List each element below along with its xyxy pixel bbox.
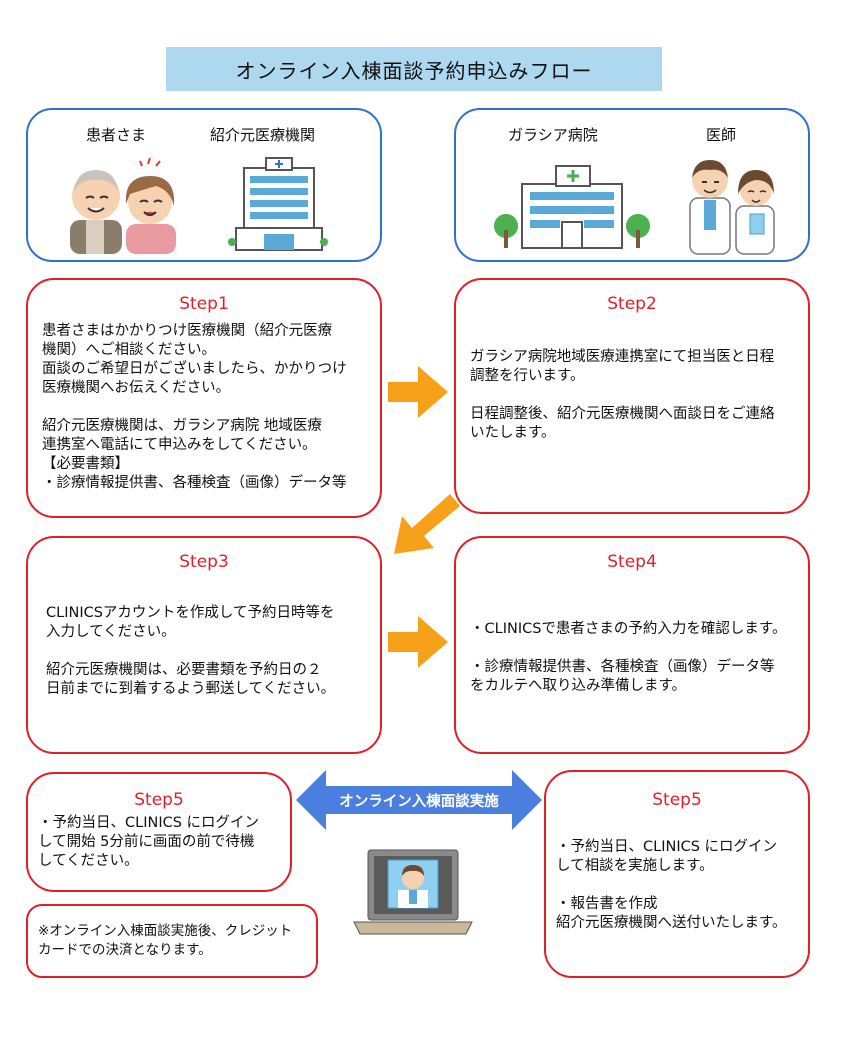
step5-right-title: Step5: [652, 790, 702, 810]
step5-right-box: Step5 ・予約当日、CLINICS にログイン して相談を実施します。 ・報…: [544, 770, 810, 978]
step3-text: CLINICSアカウントを作成して予約日時等を 入力してください。 紹介元医療機…: [46, 604, 376, 699]
step5-left-text: ・予約当日、CLINICS にログイン して開始 5分前に画面の前で待機 してく…: [38, 814, 290, 871]
payment-note-body: ※オンライン入棟面談実施後、クレジット カードでの決済となります。: [38, 923, 293, 958]
step2-title: Step2: [607, 294, 657, 314]
online-banner-label: オンライン入棟面談実施: [339, 794, 499, 810]
step5-right-text: ・予約当日、CLINICS にログイン して相談を実施します。 ・報告書を作成 …: [556, 838, 808, 933]
payment-note-box: ※オンライン入棟面談実施後、クレジット カードでの決済となります。: [26, 904, 318, 978]
step2-body: ガラシア病院地域医療連携室にて担当医と日程 調整を行います。 日程調整後、紹介元…: [470, 349, 775, 441]
step1-text: 患者さまはかかりつけ医療機関（紹介元医療 機関）へご相談ください。 面談のご希望…: [42, 322, 374, 493]
step1-title: Step1: [179, 294, 229, 314]
step5-left-title: Step5: [134, 790, 184, 810]
arrow-right-icon-2: [388, 616, 448, 668]
step4-text: ・CLINICSで患者さまの予約入力を確認します。 ・診療情報提供書、各種検査（…: [470, 620, 806, 696]
step3-title: Step3: [179, 552, 229, 572]
step4-title: Step4: [607, 552, 657, 572]
referrer-building-icon: [228, 157, 328, 251]
step5-left-box: Step5 ・予約当日、CLINICS にログイン して開始 5分前に画面の前で…: [26, 772, 292, 892]
step5-left-body: ・予約当日、CLINICS にログイン して開始 5分前に画面の前で待機 してく…: [38, 815, 260, 869]
patient-label: 患者さま: [86, 126, 147, 144]
step1-body: 患者さまはかかりつけ医療機関（紹介元医療 機関）へご相談ください。 面談のご希望…: [42, 323, 347, 491]
referrer-label: 紹介元医療機関: [210, 126, 316, 144]
arrow-right-icon-1: [388, 366, 448, 418]
step3-body: CLINICSアカウントを作成して予約日時等を 入力してください。 紹介元医療機…: [46, 605, 336, 697]
step2-box: Step2 ガラシア病院地域医療連携室にて担当医と日程 調整を行います。 日程調…: [454, 278, 810, 514]
doctors-icon: [689, 160, 775, 255]
step4-box: Step4 ・CLINICSで患者さまの予約入力を確認します。 ・診療情報提供書…: [454, 536, 810, 754]
party-box-left: 患者さま 紹介元医療機関: [26, 108, 382, 262]
online-banner-arrow: [296, 770, 542, 830]
doctor-label: 医師: [706, 126, 737, 144]
page-title: オンライン入棟面談予約申込みフロー: [166, 47, 662, 91]
step5-right-body: ・予約当日、CLINICS にログイン して相談を実施します。 ・報告書を作成 …: [556, 839, 787, 931]
step1-box: Step1 患者さまはかかりつけ医療機関（紹介元医療 機関）へご相談ください。 …: [26, 278, 382, 518]
elderly-couple-icon: [70, 157, 176, 254]
hospital-building-icon: [494, 165, 650, 249]
party-box-right: ガラシア病院 医師: [454, 108, 810, 262]
step2-text: ガラシア病院地域医療連携室にて担当医と日程 調整を行います。 日程調整後、紹介元…: [470, 348, 802, 443]
hospital-label: ガラシア病院: [508, 126, 598, 144]
arrow-down-left-icon: [394, 494, 460, 554]
step3-box: Step3 CLINICSアカウントを作成して予約日時等を 入力してください。 …: [26, 536, 382, 754]
step4-body: ・CLINICSで患者さまの予約入力を確認します。 ・診療情報提供書、各種検査（…: [470, 621, 787, 694]
laptop-video-call-icon: [353, 849, 473, 935]
payment-note-text: ※オンライン入棟面談実施後、クレジット カードでの決済となります。: [38, 922, 314, 960]
